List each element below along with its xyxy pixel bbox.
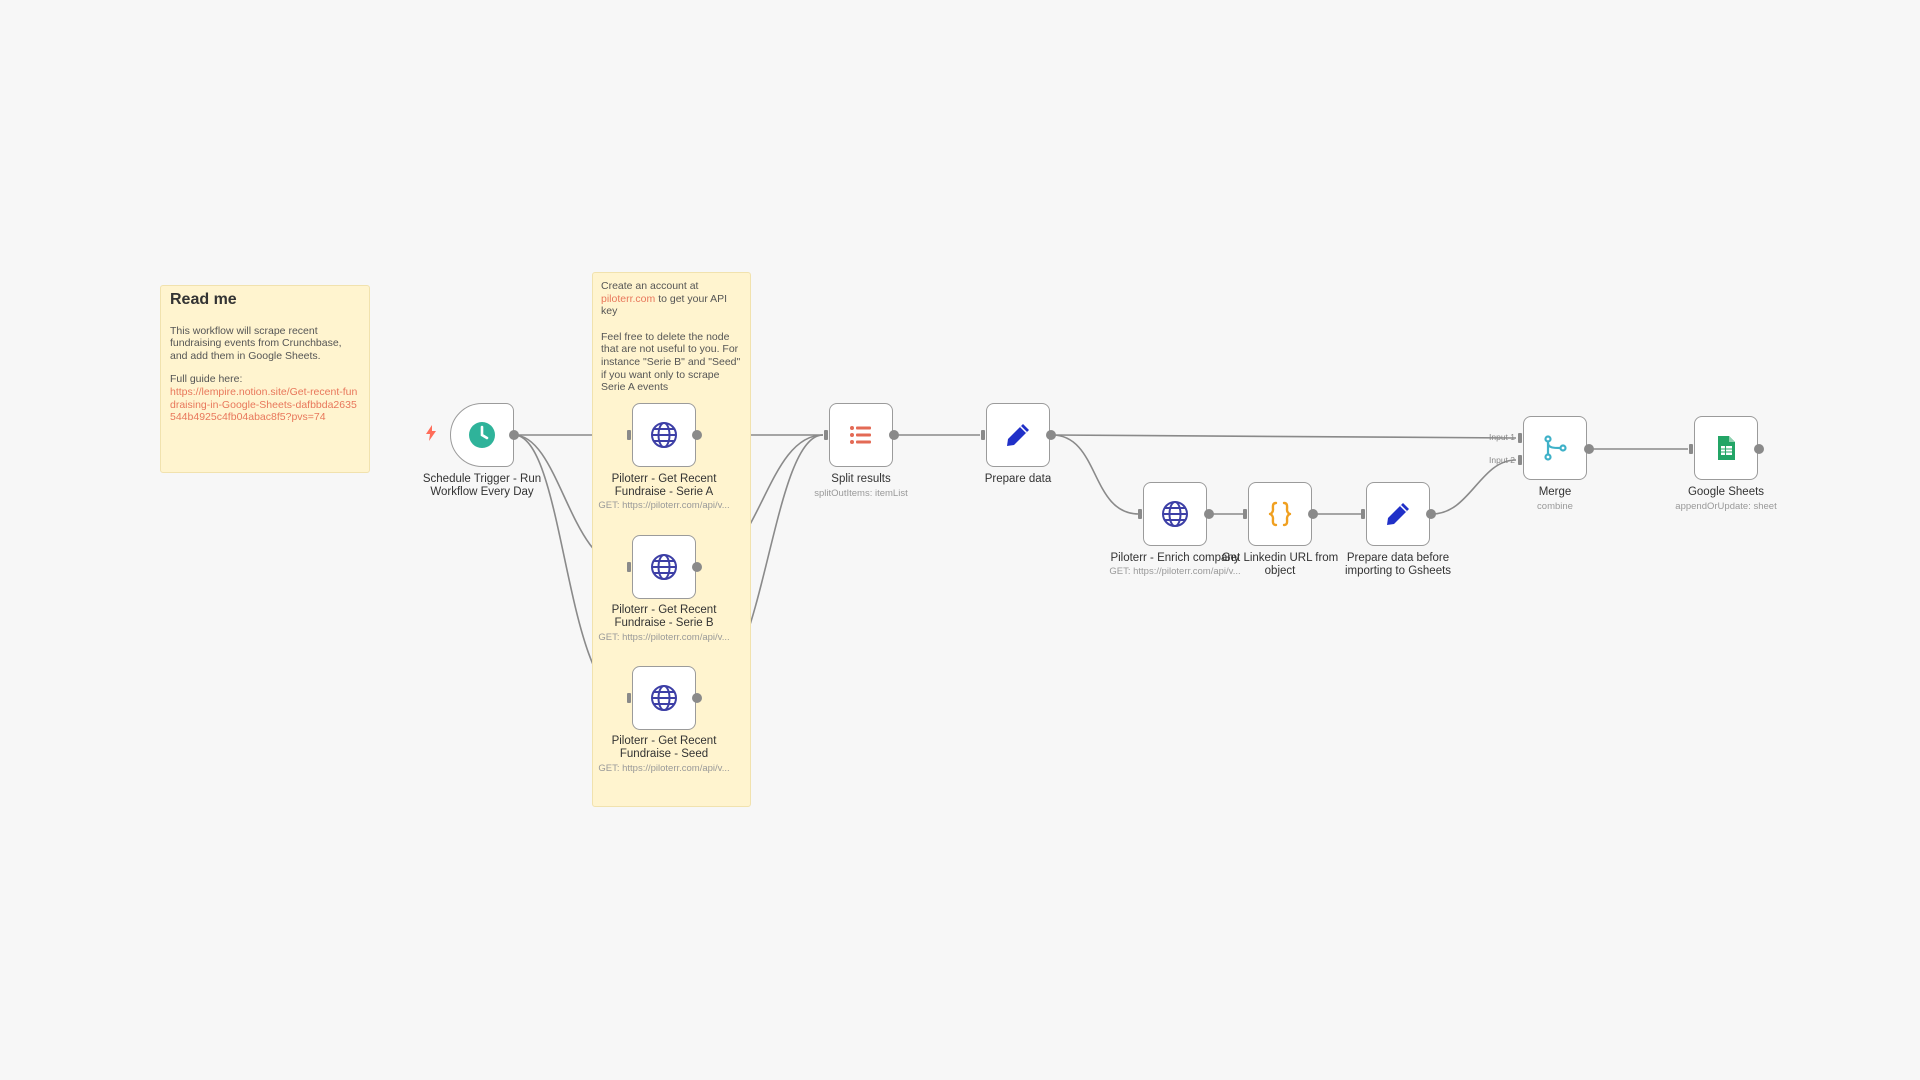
seed-output-port[interactable]: [692, 693, 702, 703]
merge-input2-label: Input 2: [1489, 455, 1515, 465]
merge-input1-label: Input 1: [1489, 432, 1515, 442]
schedule-output-port[interactable]: [509, 430, 519, 440]
node-split-results[interactable]: [829, 403, 893, 467]
piloterr-link[interactable]: piloterr.com: [601, 292, 656, 305]
sublabel-seed: GET: https://piloterr.com/api/v...: [598, 763, 730, 774]
merge-input1-port[interactable]: [1518, 433, 1522, 443]
globe-icon: [1162, 501, 1188, 527]
serie-b-output-port[interactable]: [692, 562, 702, 572]
node-google-sheets[interactable]: [1694, 416, 1758, 480]
node-schedule-trigger[interactable]: [450, 403, 514, 467]
label-serie-b: Piloterr - Get Recent Fundraise - Serie …: [611, 604, 717, 629]
globe-icon: [651, 685, 677, 711]
label-prepare-data: Prepare data: [984, 473, 1052, 485]
seed-input-port[interactable]: [627, 693, 631, 703]
label-enrich-company: Piloterr - Enrich company: [1110, 552, 1240, 564]
api-note-suffix: to get your API key: [601, 292, 728, 318]
node-piloterr-serie-a[interactable]: [632, 403, 696, 467]
readme-title: Read me: [170, 291, 237, 308]
trigger-bolt-icon: [426, 425, 436, 441]
split-input-port[interactable]: [824, 430, 828, 440]
node-get-linkedin-url[interactable]: [1248, 482, 1312, 546]
prepare-input-port[interactable]: [981, 430, 985, 440]
label-split-results: Split results: [831, 473, 891, 485]
sublabel-google-sheets: appendOrUpdate: sheet: [1675, 501, 1777, 512]
sticky-note-readme[interactable]: Read me This workflow will scrape recent…: [160, 285, 370, 473]
sublabel-split-results: splitOutItems: itemList: [814, 488, 908, 499]
code-braces-icon: [1268, 501, 1292, 527]
sublabel-enrich-company: GET: https://piloterr.com/api/v...: [1109, 566, 1241, 577]
enrich-output-port[interactable]: [1204, 509, 1214, 519]
list-icon: [850, 426, 871, 444]
api-note-instructions: Feel free to delete the node that are no…: [601, 330, 741, 394]
sublabel-serie-b: GET: https://piloterr.com/api/v...: [598, 632, 730, 643]
split-output-port[interactable]: [889, 430, 899, 440]
label-prepare-data-gsheets: Prepare data before importing to Gsheets: [1344, 552, 1452, 577]
node-prepare-data[interactable]: [986, 403, 1050, 467]
prepare-gs-output-port[interactable]: [1426, 509, 1436, 519]
node-prepare-data-gsheets[interactable]: [1366, 482, 1430, 546]
pencil-icon: [1007, 424, 1029, 446]
linkedin-input-port[interactable]: [1243, 509, 1247, 519]
readme-guide-label: Full guide here:: [170, 373, 243, 386]
google-sheets-icon: [1718, 436, 1735, 460]
prepare-output-port[interactable]: [1046, 430, 1056, 440]
serie-a-input-port[interactable]: [627, 430, 631, 440]
edge-prepare-merge-input1[interactable]: [1051, 434, 1517, 439]
label-get-linkedin-url: Get Linkedin URL from object: [1221, 552, 1339, 577]
globe-icon: [651, 422, 677, 448]
label-schedule-trigger: Schedule Trigger - Run Workflow Every Da…: [422, 473, 542, 498]
globe-icon: [651, 554, 677, 580]
serie-a-output-port[interactable]: [692, 430, 702, 440]
label-google-sheets: Google Sheets: [1687, 486, 1765, 498]
sublabel-serie-a: GET: https://piloterr.com/api/v...: [598, 500, 730, 511]
enrich-input-port[interactable]: [1138, 509, 1142, 519]
label-seed: Piloterr - Get Recent Fundraise - Seed: [611, 735, 717, 760]
api-note-prefix: Create an account at: [601, 280, 699, 292]
prepare-gs-input-port[interactable]: [1361, 509, 1365, 519]
label-merge: Merge: [1538, 486, 1572, 498]
linkedin-output-port[interactable]: [1308, 509, 1318, 519]
serie-b-input-port[interactable]: [627, 562, 631, 572]
node-merge[interactable]: [1523, 416, 1587, 480]
readme-guide-link[interactable]: https://lempire.notion.site/Get-recent-f…: [170, 385, 358, 424]
sublabel-merge: combine: [1537, 501, 1573, 512]
gsheets-input-port[interactable]: [1689, 444, 1693, 454]
readme-description: This workflow will scrape recent fundrai…: [170, 324, 342, 362]
node-piloterr-serie-b[interactable]: [632, 535, 696, 599]
merge-output-port[interactable]: [1584, 444, 1594, 454]
node-piloterr-seed[interactable]: [632, 666, 696, 730]
label-serie-a: Piloterr - Get Recent Fundraise - Serie …: [611, 473, 717, 498]
gsheets-output-port[interactable]: [1754, 444, 1764, 454]
merge-input2-port[interactable]: [1518, 455, 1522, 465]
merge-icon: [1544, 435, 1567, 461]
node-piloterr-enrich[interactable]: [1143, 482, 1207, 546]
pencil-icon: [1387, 503, 1409, 525]
clock-icon: [469, 422, 495, 448]
